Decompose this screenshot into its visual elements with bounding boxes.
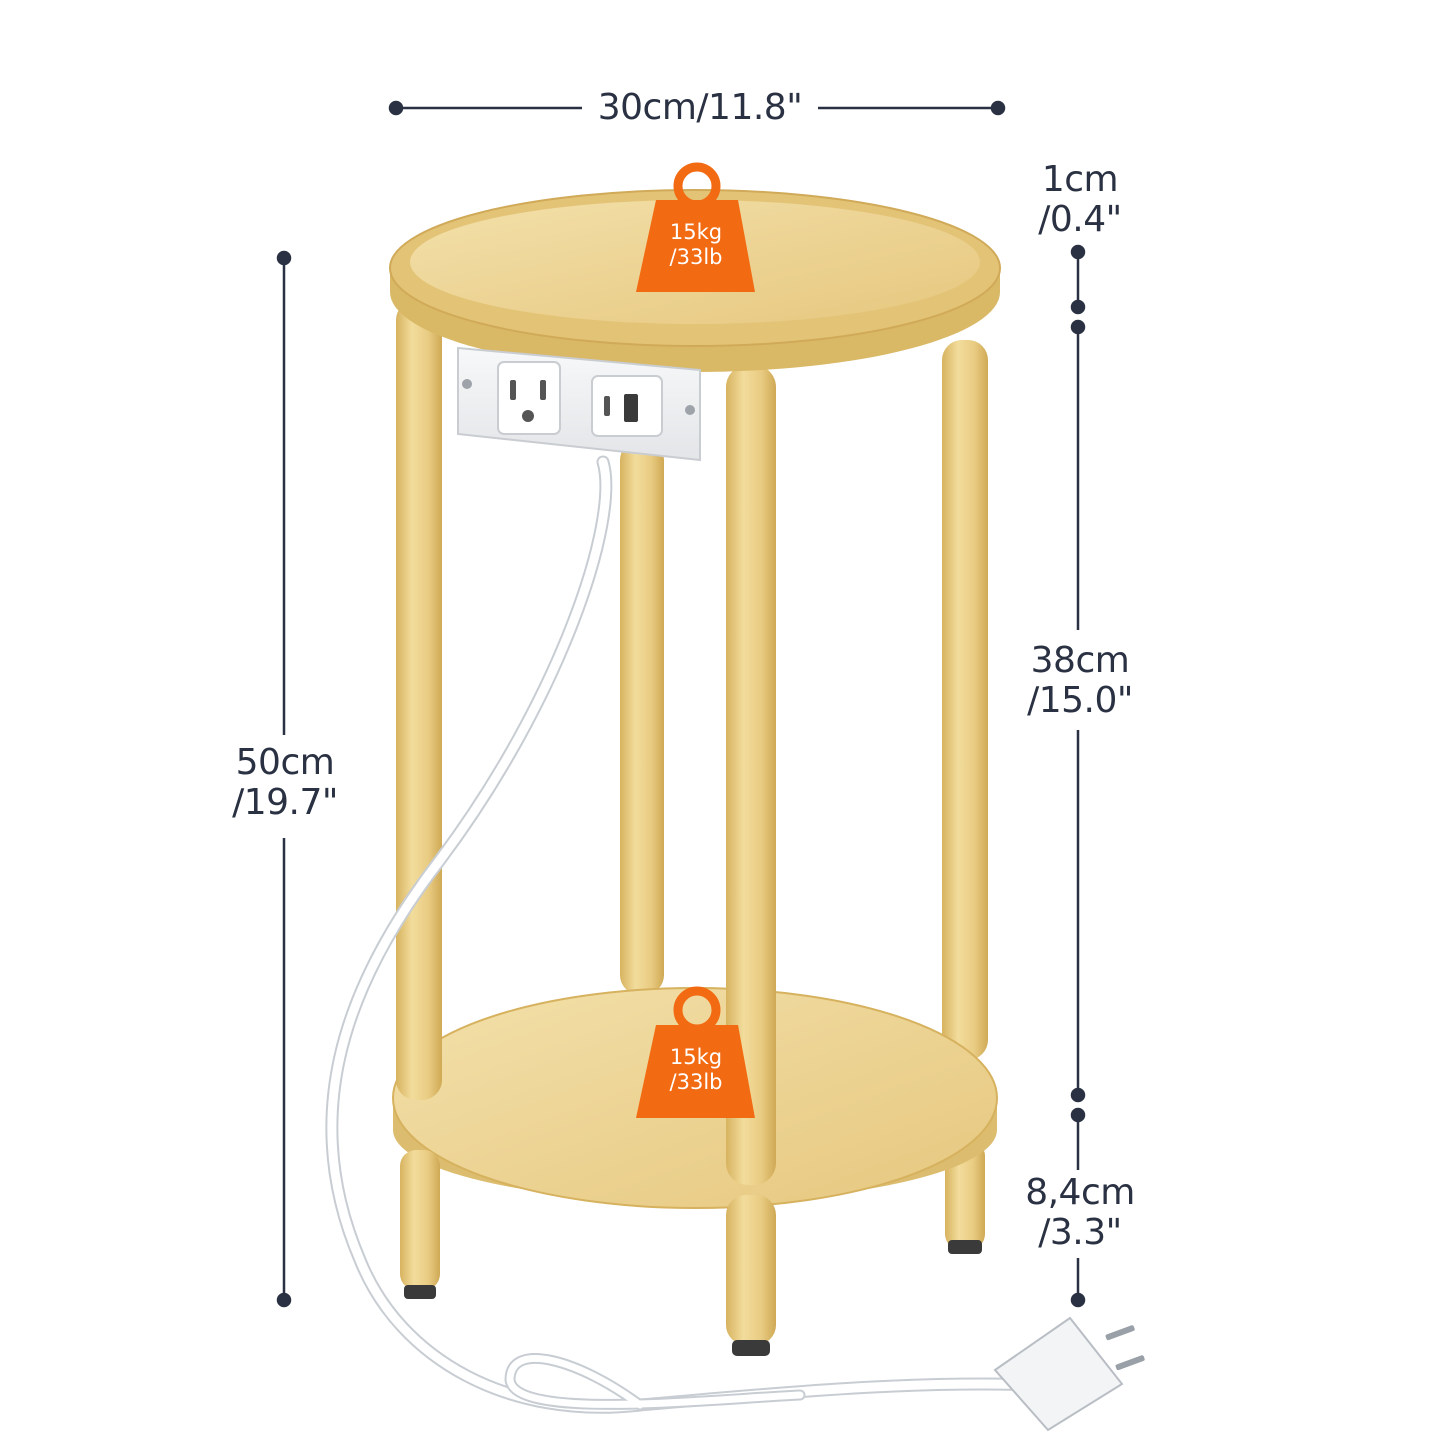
shelf-gap-imperial: /15.0": [1027, 680, 1133, 721]
weight-badge-bottom-text: 15kg /33lb: [669, 1045, 723, 1094]
shelf-gap-label: 38cm /15.0": [995, 641, 1165, 721]
total-height-imperial: /19.7": [232, 782, 338, 823]
power-cord: [325, 455, 1047, 1414]
total-height-metric: 50cm: [235, 742, 335, 783]
bottom-clearance-metric: 8,4cm: [1025, 1172, 1135, 1213]
dimension-lines: [276, 100, 1086, 1308]
top-thickness-imperial: /0.4": [1038, 199, 1122, 240]
plug-icon: [993, 1316, 1145, 1432]
top-thickness-label: 1cm /0.4": [1000, 160, 1160, 240]
shelf-gap-metric: 38cm: [1030, 640, 1130, 681]
weight-badge-bottom: [636, 986, 755, 1118]
outlet-panel: [457, 346, 701, 462]
total-height-label: 50cm /19.7": [200, 743, 370, 823]
width-label: 30cm/11.8": [597, 87, 803, 128]
bottom-clearance-label: 8,4cm /3.3": [990, 1173, 1170, 1253]
bottom-clearance-imperial: /3.3": [1038, 1212, 1122, 1253]
weight-badge-top: [636, 162, 755, 292]
back-legs: [620, 340, 988, 1254]
weight-badge-top-text: 15kg /33lb: [669, 220, 723, 269]
top-thickness-metric: 1cm: [1041, 159, 1119, 200]
